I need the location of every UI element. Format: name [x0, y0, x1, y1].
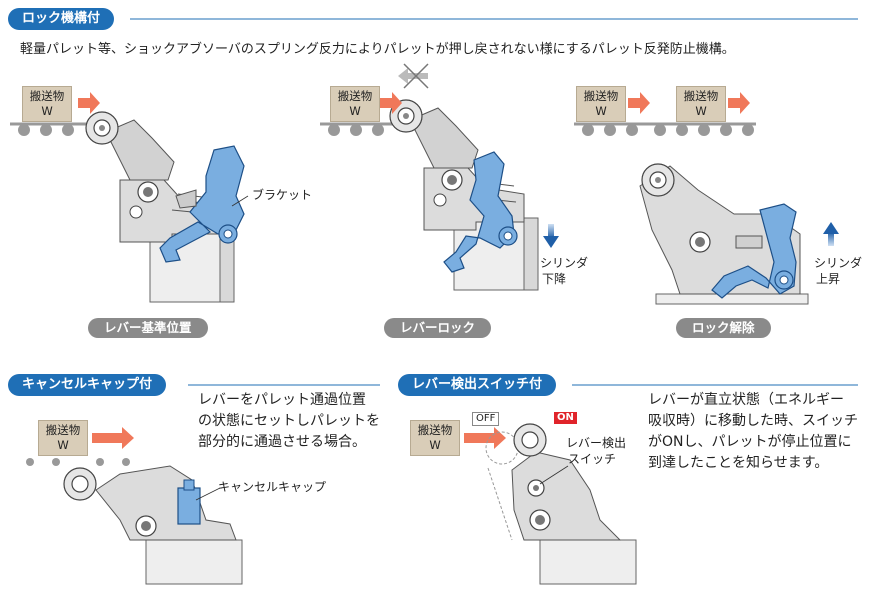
right-arrow-icon: [728, 92, 750, 114]
cargo-box: 搬送物 W: [38, 420, 88, 456]
panel1-lever: [159, 145, 245, 263]
lock-description: 軽量パレット等、ショックアブソーバのスプリング反力によりパレットが押し戻されない…: [20, 42, 735, 57]
cross-mark-icon: [398, 63, 429, 89]
switch-text-line: レバーが直立状態（エネルギー: [648, 392, 844, 408]
caption-lever-lock: レバーロック: [384, 318, 492, 338]
right-arrow-icon: [92, 427, 134, 449]
cancel-text-line: の状態にセットしパレットを: [198, 413, 380, 429]
switch-text-line: がONし、パレットが停止位置に: [648, 434, 852, 450]
cargo-weight: W: [429, 438, 441, 452]
section-title-cancel-cap: キャンセルキャップ付: [8, 374, 167, 396]
cancel-mechanism: [63, 465, 243, 585]
switch-label-2: スイッチ: [568, 452, 617, 466]
section-title-lock: ロック機構付: [8, 8, 115, 30]
section-title-switch: レバー検出スイッチ付: [398, 374, 557, 396]
cancel-cap: [177, 487, 201, 525]
switch-label-1: レバー検出: [566, 436, 627, 450]
cylinder-label-down-1: シリンダ: [540, 256, 589, 270]
cancel-description: レバーをパレット通過位置 の状態にセットしパレットを 部分的に通過させる場合。: [198, 390, 380, 453]
cargo-label: 搬送物: [683, 89, 719, 103]
right-arrow-icon: [464, 427, 506, 449]
cylinder-label-up-2: 上昇: [816, 272, 841, 286]
cargo-weight: W: [349, 104, 361, 118]
cargo-box: 搬送物 W: [330, 86, 380, 122]
cancel-cap-label: キャンセルキャップ: [218, 480, 327, 494]
caption-lock-release: ロック解除: [676, 318, 771, 338]
cargo-weight: W: [695, 104, 707, 118]
switch-on-label: ON: [554, 412, 577, 424]
switch-text-line: 到達したことを知らせます。: [648, 455, 829, 471]
panel2-lever: [443, 151, 515, 273]
panel3-conveyor: [574, 122, 756, 136]
cancel-conveyor: [26, 458, 130, 466]
cylinder-label-up-1: シリンダ: [814, 256, 863, 270]
cargo-weight: W: [57, 438, 69, 452]
cargo-box: 搬送物 W: [676, 86, 726, 122]
panel1-conveyor: [10, 122, 88, 136]
cancel-text-line: レバーをパレット通過位置: [198, 392, 366, 408]
caption-lever-base-position: レバー基準位置: [88, 318, 208, 338]
switch-text-line: 吸収時）に移動した時、スイッチ: [648, 413, 858, 429]
cargo-weight: W: [595, 104, 607, 118]
panel3-mechanism: [639, 163, 809, 305]
cancel-text-line: 部分的に通過させる場合。: [198, 434, 366, 450]
bracket-label: ブラケット: [252, 188, 313, 202]
cargo-box: 搬送物 W: [576, 86, 626, 122]
switch-description: レバーが直立状態（エネルギー 吸収時）に移動した時、スイッチ がONし、パレット…: [648, 390, 858, 474]
switch-mechanism: [485, 423, 637, 585]
cargo-label: 搬送物: [29, 89, 65, 103]
down-arrow-icon: [543, 236, 559, 248]
cargo-label: 搬送物: [583, 89, 619, 103]
right-arrow-icon: [78, 92, 100, 114]
cargo-label: 搬送物: [417, 423, 453, 437]
cargo-label: 搬送物: [45, 423, 81, 437]
right-arrow-icon: [380, 92, 402, 114]
cargo-weight: W: [41, 104, 53, 118]
cylinder-label-down-2: 下降: [542, 272, 567, 286]
panel2-conveyor: [320, 122, 396, 136]
cargo-label: 搬送物: [337, 89, 373, 103]
cargo-box: 搬送物 W: [410, 420, 460, 456]
right-arrow-icon: [628, 92, 650, 114]
panel3-lever: [711, 203, 797, 299]
cargo-box: 搬送物 W: [22, 86, 72, 122]
panel2-mechanism: [389, 99, 539, 291]
up-arrow-icon: [823, 222, 839, 234]
switch-off-label: OFF: [472, 412, 500, 426]
